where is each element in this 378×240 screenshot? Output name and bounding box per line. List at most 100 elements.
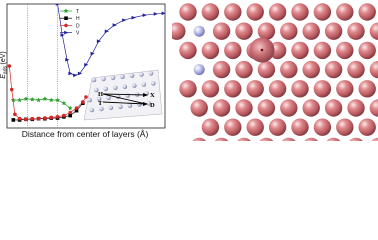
inset-atom <box>122 84 128 89</box>
data-point-h <box>74 108 79 113</box>
data-point-v <box>77 71 83 76</box>
lattice-atom <box>326 137 341 141</box>
lattice-atom <box>246 118 264 136</box>
lattice-atom <box>281 137 296 141</box>
data-point-v <box>104 29 109 34</box>
inset-atom <box>103 86 109 92</box>
lattice-atom <box>212 22 231 40</box>
inset-atom <box>91 77 97 83</box>
series-t <box>10 96 73 111</box>
lattice-atom <box>193 64 205 76</box>
lattice-atom <box>224 41 242 60</box>
inset-arrowheads <box>143 93 148 106</box>
legend-marker <box>64 30 69 35</box>
data-point-v <box>55 4 60 6</box>
lattice-atom <box>291 3 309 21</box>
data-point-v <box>112 23 117 27</box>
lattice-atom <box>259 137 274 141</box>
data-point-v <box>68 71 73 76</box>
lattice-atom <box>193 25 205 37</box>
data-point-d <box>13 112 17 117</box>
data-point-t <box>55 97 61 103</box>
inset-atom <box>106 95 111 101</box>
lattice-atom <box>237 137 251 141</box>
ylabel-main: E <box>0 74 7 79</box>
lattice-atom <box>291 118 309 136</box>
inset-atom <box>146 101 152 106</box>
lattice-atom <box>201 41 220 60</box>
lattice-atom <box>313 41 332 60</box>
inset-atom <box>96 96 102 102</box>
ylabel-sub: ads <box>3 66 9 75</box>
legend-entry-t: T <box>60 8 79 15</box>
legend-label: H <box>76 16 80 22</box>
lattice-atom <box>179 3 197 21</box>
data-point-d <box>43 116 47 120</box>
lattice-atom <box>214 137 229 141</box>
lattice-atom <box>313 3 332 21</box>
legend-entry-h: H <box>60 16 80 22</box>
lattice-atom <box>268 3 287 21</box>
lattice-atom <box>257 60 276 79</box>
data-point-v <box>161 11 165 16</box>
data-point-v <box>96 39 102 43</box>
data-point-v <box>65 58 70 62</box>
lattice-atom <box>192 137 207 141</box>
legend-label: V <box>76 31 80 37</box>
series-line-t <box>13 98 71 109</box>
data-point-t <box>67 105 73 111</box>
legend-label: D <box>76 23 80 29</box>
inset-label-d: D <box>150 102 155 109</box>
data-point-t <box>48 97 54 103</box>
lattice-atom <box>358 80 376 98</box>
legend-entry-v: V <box>60 31 80 37</box>
legend-marker <box>64 16 68 20</box>
data-point-d <box>9 87 14 92</box>
inset-atoms <box>87 71 156 113</box>
reference-lines <box>27 4 58 128</box>
lattice-atom <box>347 60 365 79</box>
lattice-atom <box>246 3 264 21</box>
inset-atom <box>132 83 137 88</box>
lattice-atom <box>179 41 197 60</box>
lattice-atom <box>347 22 365 40</box>
lattice-atom <box>224 3 242 21</box>
lattice-atom <box>201 80 220 98</box>
lattice-atom <box>280 99 298 117</box>
data-point-d <box>74 106 79 110</box>
data-point-t <box>17 97 23 103</box>
data-point-d <box>17 116 22 121</box>
atomic-lattice-image <box>172 3 378 141</box>
y-axis-label: Eads (eV) <box>0 51 9 78</box>
lattice-atom <box>336 3 354 21</box>
inset-label-t: T <box>98 100 103 107</box>
lattice-atom <box>201 118 220 136</box>
data-point-d <box>30 116 35 121</box>
lattice-atom <box>235 22 253 40</box>
inset-atom <box>129 73 135 78</box>
inset-atom <box>94 87 99 93</box>
data-point-h <box>11 118 16 122</box>
lattice-atom <box>336 80 354 98</box>
data-point-v <box>84 62 89 67</box>
inset-atom <box>87 97 92 103</box>
inset-atom <box>127 103 133 108</box>
lattice-atom <box>358 118 376 136</box>
inset-atom <box>113 85 118 91</box>
lattice-atom <box>369 60 378 79</box>
data-point-t <box>29 96 35 102</box>
lattice-atom <box>324 60 343 79</box>
lattice-atom <box>291 41 309 60</box>
lattice-atom <box>212 99 231 117</box>
data-point-d <box>84 95 88 99</box>
lattice-atom <box>324 22 343 40</box>
inset-atom <box>99 106 104 112</box>
lattice-atom <box>358 41 376 60</box>
ylabel-unit: (eV) <box>0 51 7 64</box>
lattice-atom <box>257 99 276 117</box>
data-point-d <box>49 115 54 120</box>
lattice-atom <box>302 60 320 79</box>
